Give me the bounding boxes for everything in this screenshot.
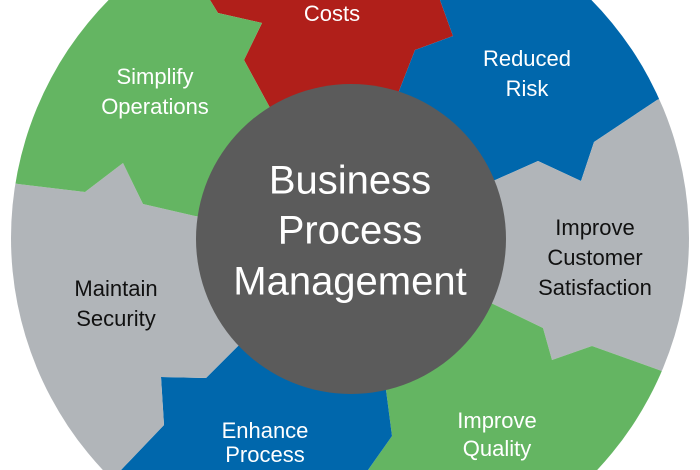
segment-label-improve-customer-satisfaction: Satisfaction xyxy=(538,275,652,300)
segment-label-simplify-operations: Operations xyxy=(101,94,209,119)
segment-label-simplify-operations: Simplify xyxy=(116,64,193,89)
segment-label-costs: Costs xyxy=(304,1,360,26)
segment-label-improve-customer-satisfaction: Customer xyxy=(547,245,642,270)
segment-label-improve-customer-satisfaction: Improve xyxy=(555,215,634,240)
segment-label-reduced-risk: Risk xyxy=(506,76,550,101)
center-label-line: Business xyxy=(269,159,431,203)
segment-label-improve-quality: Improve xyxy=(457,408,536,433)
segment-label-enhance-process: Enhance xyxy=(222,418,309,443)
segment-label-enhance-process: Process xyxy=(225,442,304,467)
center-label-line: Management xyxy=(233,260,466,304)
center-label: Business Process Management xyxy=(233,159,466,304)
segment-label-improve-quality: Quality xyxy=(463,436,531,461)
segment-improve-customer-satisfaction xyxy=(351,82,689,386)
center-label-line: Process xyxy=(278,209,423,253)
segment-label-reduced-risk: Reduced xyxy=(483,46,571,71)
center-circle xyxy=(196,84,506,394)
segment-label-maintain-security: Maintain xyxy=(74,276,157,301)
segment-label-maintain-security: Security xyxy=(76,306,155,331)
